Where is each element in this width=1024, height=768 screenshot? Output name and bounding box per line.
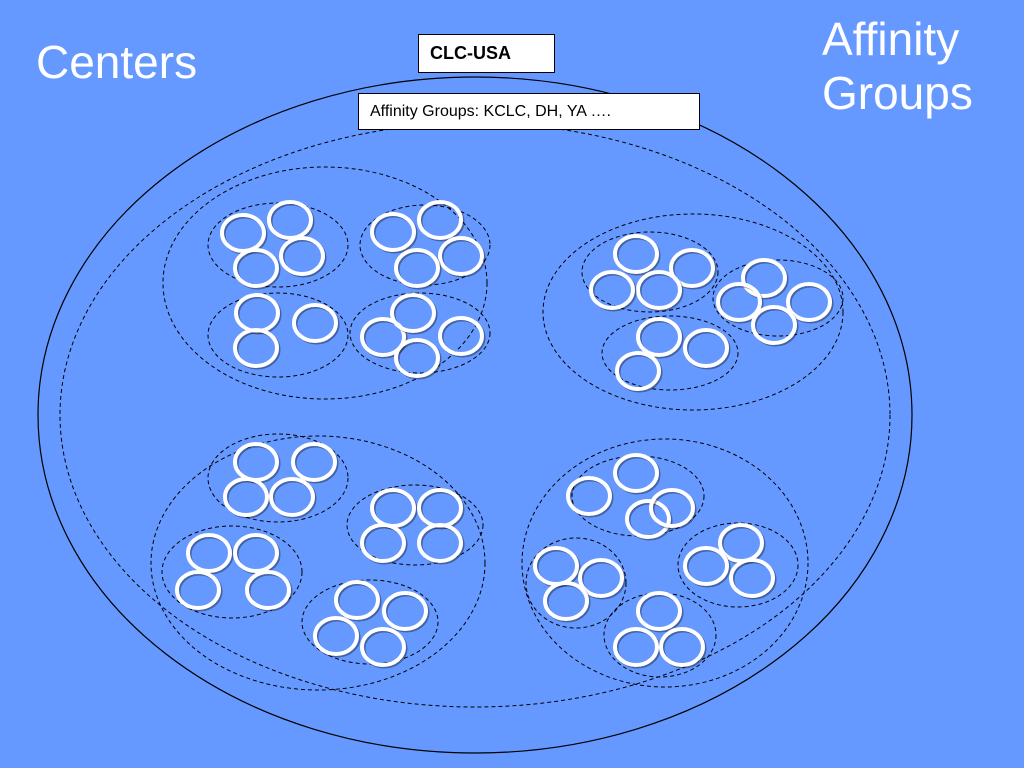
center-top-right xyxy=(542,213,844,411)
member-ring xyxy=(279,236,325,276)
centers-heading: Centers xyxy=(36,36,198,88)
cell-group-boundary xyxy=(349,292,491,374)
member-ring xyxy=(233,442,279,482)
member-ring xyxy=(382,591,428,631)
member-ring xyxy=(636,591,682,631)
member-ring xyxy=(291,442,337,482)
member-ring xyxy=(625,499,671,539)
member-ring xyxy=(613,453,659,493)
member-ring xyxy=(669,248,715,288)
member-ring xyxy=(533,546,579,586)
member-ring xyxy=(659,627,705,667)
center-boundary xyxy=(162,166,488,400)
member-ring xyxy=(313,616,359,656)
cell-group-boundary xyxy=(581,231,719,313)
cell-group-boundary xyxy=(346,484,484,566)
member-ring xyxy=(566,476,612,516)
member-ring xyxy=(751,305,797,345)
cell-group-boundary xyxy=(601,315,739,391)
affinity-heading-line-2: Groups xyxy=(822,67,973,119)
member-ring xyxy=(334,580,380,620)
member-ring xyxy=(716,282,762,322)
member-ring xyxy=(613,234,659,274)
member-ring xyxy=(394,338,440,378)
cell-group-boundary xyxy=(161,525,303,619)
clc-usa-label: CLC-USA xyxy=(418,34,555,73)
member-ring xyxy=(543,581,589,621)
member-ring xyxy=(438,236,484,276)
member-ring xyxy=(390,293,436,333)
cell-group-boundary xyxy=(207,433,349,523)
member-ring xyxy=(718,523,764,563)
member-ring xyxy=(438,316,484,356)
member-ring xyxy=(233,248,279,288)
member-ring xyxy=(370,212,416,252)
member-ring xyxy=(615,351,661,391)
member-ring xyxy=(220,213,266,253)
member-ring xyxy=(360,317,406,357)
member-ring xyxy=(589,270,635,310)
member-ring xyxy=(370,488,416,528)
member-ring xyxy=(786,282,832,322)
affinity-group-boundary xyxy=(59,122,891,708)
member-ring xyxy=(233,328,279,368)
member-ring xyxy=(233,533,279,573)
member-ring xyxy=(417,523,463,563)
member-ring xyxy=(245,570,291,610)
member-ring xyxy=(417,488,463,528)
member-ring xyxy=(649,488,695,528)
cell-group-boundary xyxy=(301,579,439,665)
member-ring xyxy=(613,627,659,667)
member-ring xyxy=(741,258,787,298)
member-ring xyxy=(292,303,338,343)
cell-group-boundary xyxy=(712,259,844,337)
center-boundary xyxy=(150,435,486,691)
center-top-left xyxy=(162,166,491,400)
member-ring xyxy=(234,293,280,333)
member-ring xyxy=(683,546,729,586)
affinity-groups-label: Affinity Groups: KCLC, DH, YA …. xyxy=(358,93,700,130)
member-ring xyxy=(636,317,682,357)
cell-group-boundary xyxy=(207,292,349,378)
member-ring xyxy=(394,248,440,288)
cell-group-boundary xyxy=(359,204,491,286)
member-ring xyxy=(360,627,406,667)
member-ring xyxy=(636,270,682,310)
member-ring xyxy=(269,477,315,517)
member-ring xyxy=(417,200,463,240)
member-rings xyxy=(175,200,834,669)
affinity-heading-line-1: Affinity xyxy=(822,13,960,65)
member-ring xyxy=(175,570,221,610)
member-ring xyxy=(186,533,232,573)
center-bottom-left xyxy=(150,433,486,691)
cell-group-boundary xyxy=(677,522,799,608)
member-ring xyxy=(578,558,624,598)
cell-group-boundary xyxy=(525,537,627,629)
member-ring xyxy=(223,477,269,517)
affinity-groups-heading: Affinity Groups xyxy=(822,12,973,120)
member-ring xyxy=(729,558,775,598)
center-boundary xyxy=(521,438,809,688)
national-boundary xyxy=(37,76,913,754)
member-ring xyxy=(267,200,313,240)
member-ring xyxy=(683,328,729,368)
member-ring xyxy=(360,523,406,563)
center-boundary xyxy=(542,213,844,411)
